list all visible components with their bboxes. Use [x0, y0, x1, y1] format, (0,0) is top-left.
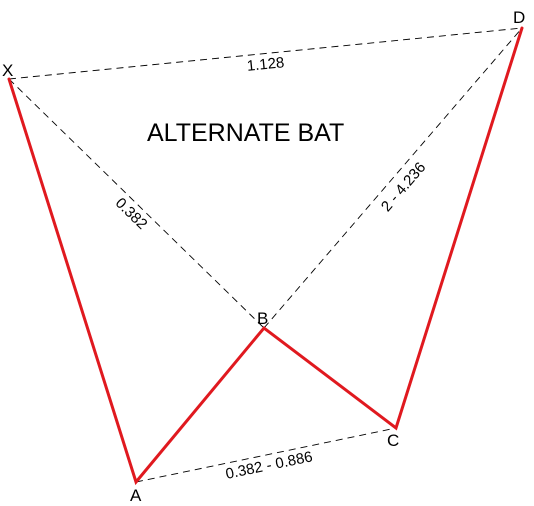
ratio-label-xd: 1.128	[246, 54, 285, 75]
pattern-title: ALTERNATE BAT	[147, 119, 344, 147]
point-label-x: X	[2, 61, 13, 80]
ratio-label-xb: 0.382	[112, 195, 151, 233]
point-label-d: D	[513, 8, 525, 27]
point-label-b: B	[257, 309, 268, 328]
ratio-label-ac: 0.382 - 0.886	[224, 448, 314, 483]
point-label-a: A	[130, 486, 142, 505]
ratio-line-ac	[135, 427, 397, 483]
point-label-c: C	[387, 431, 399, 450]
ratio-line-xd	[8, 27, 523, 80]
ratio-line-bd	[263, 27, 523, 329]
pattern-legs	[7, 26, 524, 486]
